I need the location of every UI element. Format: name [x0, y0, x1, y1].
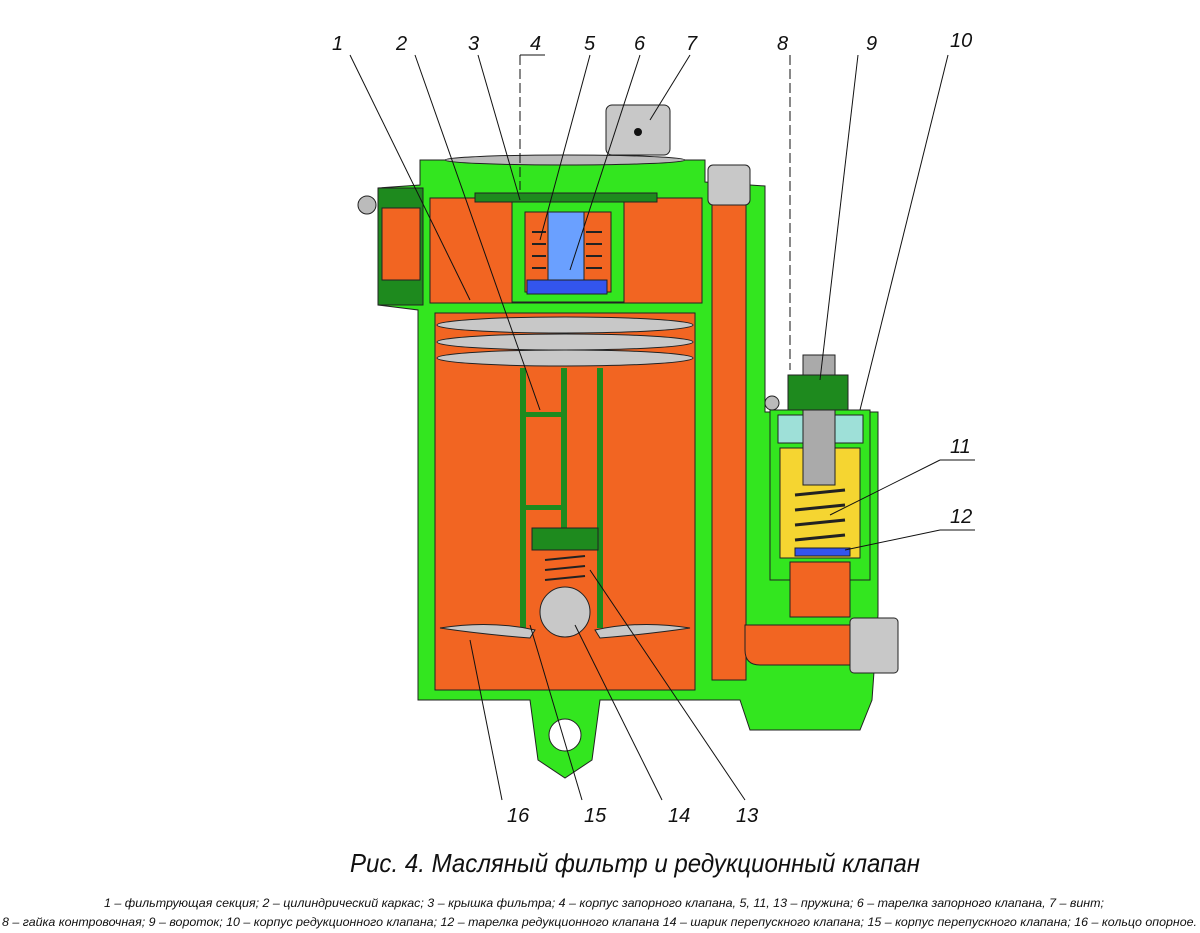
outlet-pipe: [744, 624, 856, 666]
callout-6: 6: [634, 33, 646, 55]
leader-lines: [349, 54, 975, 801]
inlet-port: [381, 207, 421, 281]
spring-13: [544, 555, 586, 581]
callout-5: 5: [584, 33, 596, 55]
callout-10: 10: [950, 30, 972, 52]
callout-11: 11: [950, 436, 971, 458]
drain-tube: [711, 199, 747, 681]
screw-hole: [634, 128, 642, 136]
bypass-valve-body: [531, 527, 599, 551]
outlet-nut: [849, 617, 899, 674]
callout-14: 14: [668, 805, 690, 827]
callout-13: 13: [736, 805, 758, 827]
callout-2: 2: [395, 33, 407, 55]
reducer-outlet: [789, 561, 851, 618]
cover-cap: [444, 154, 686, 166]
cylindrical-frame: [520, 368, 603, 628]
callout-16: 16: [507, 805, 530, 827]
figure-legend-line-2: 8 – гайка контровочная; 9 – вороток; 10 …: [2, 915, 1197, 929]
bolt-head: [357, 195, 377, 215]
callout-15: 15: [584, 805, 607, 827]
callout-3: 3: [468, 33, 479, 55]
spring-11: [794, 488, 846, 542]
reducer-valve-plate-12: [794, 547, 851, 557]
callout-8: 8: [777, 33, 788, 55]
filter-cover: [474, 192, 658, 203]
callout-1: 1: [332, 33, 343, 55]
valve-stem: [547, 211, 585, 283]
callout-7: 7: [686, 33, 698, 55]
filter-section-discs: [436, 316, 694, 367]
figure-caption-title: Рис. 4. Масляный фильтр и редукционный к…: [350, 848, 920, 878]
tube-fitting: [707, 164, 751, 206]
shutoff-valve-plate: [526, 279, 608, 295]
bolt-small: [764, 395, 780, 411]
locknut-8: [787, 374, 849, 411]
callout-12: 12: [950, 506, 972, 528]
figure-legend-line-1: 1 – фильтрующая секция; 2 – цилиндрическ…: [104, 896, 1104, 910]
callout-9: 9: [866, 33, 877, 55]
mounting-hole: [548, 718, 582, 752]
callout-4: 4: [530, 33, 541, 55]
spring-5: [532, 231, 602, 269]
bypass-ball-14: [539, 586, 591, 638]
